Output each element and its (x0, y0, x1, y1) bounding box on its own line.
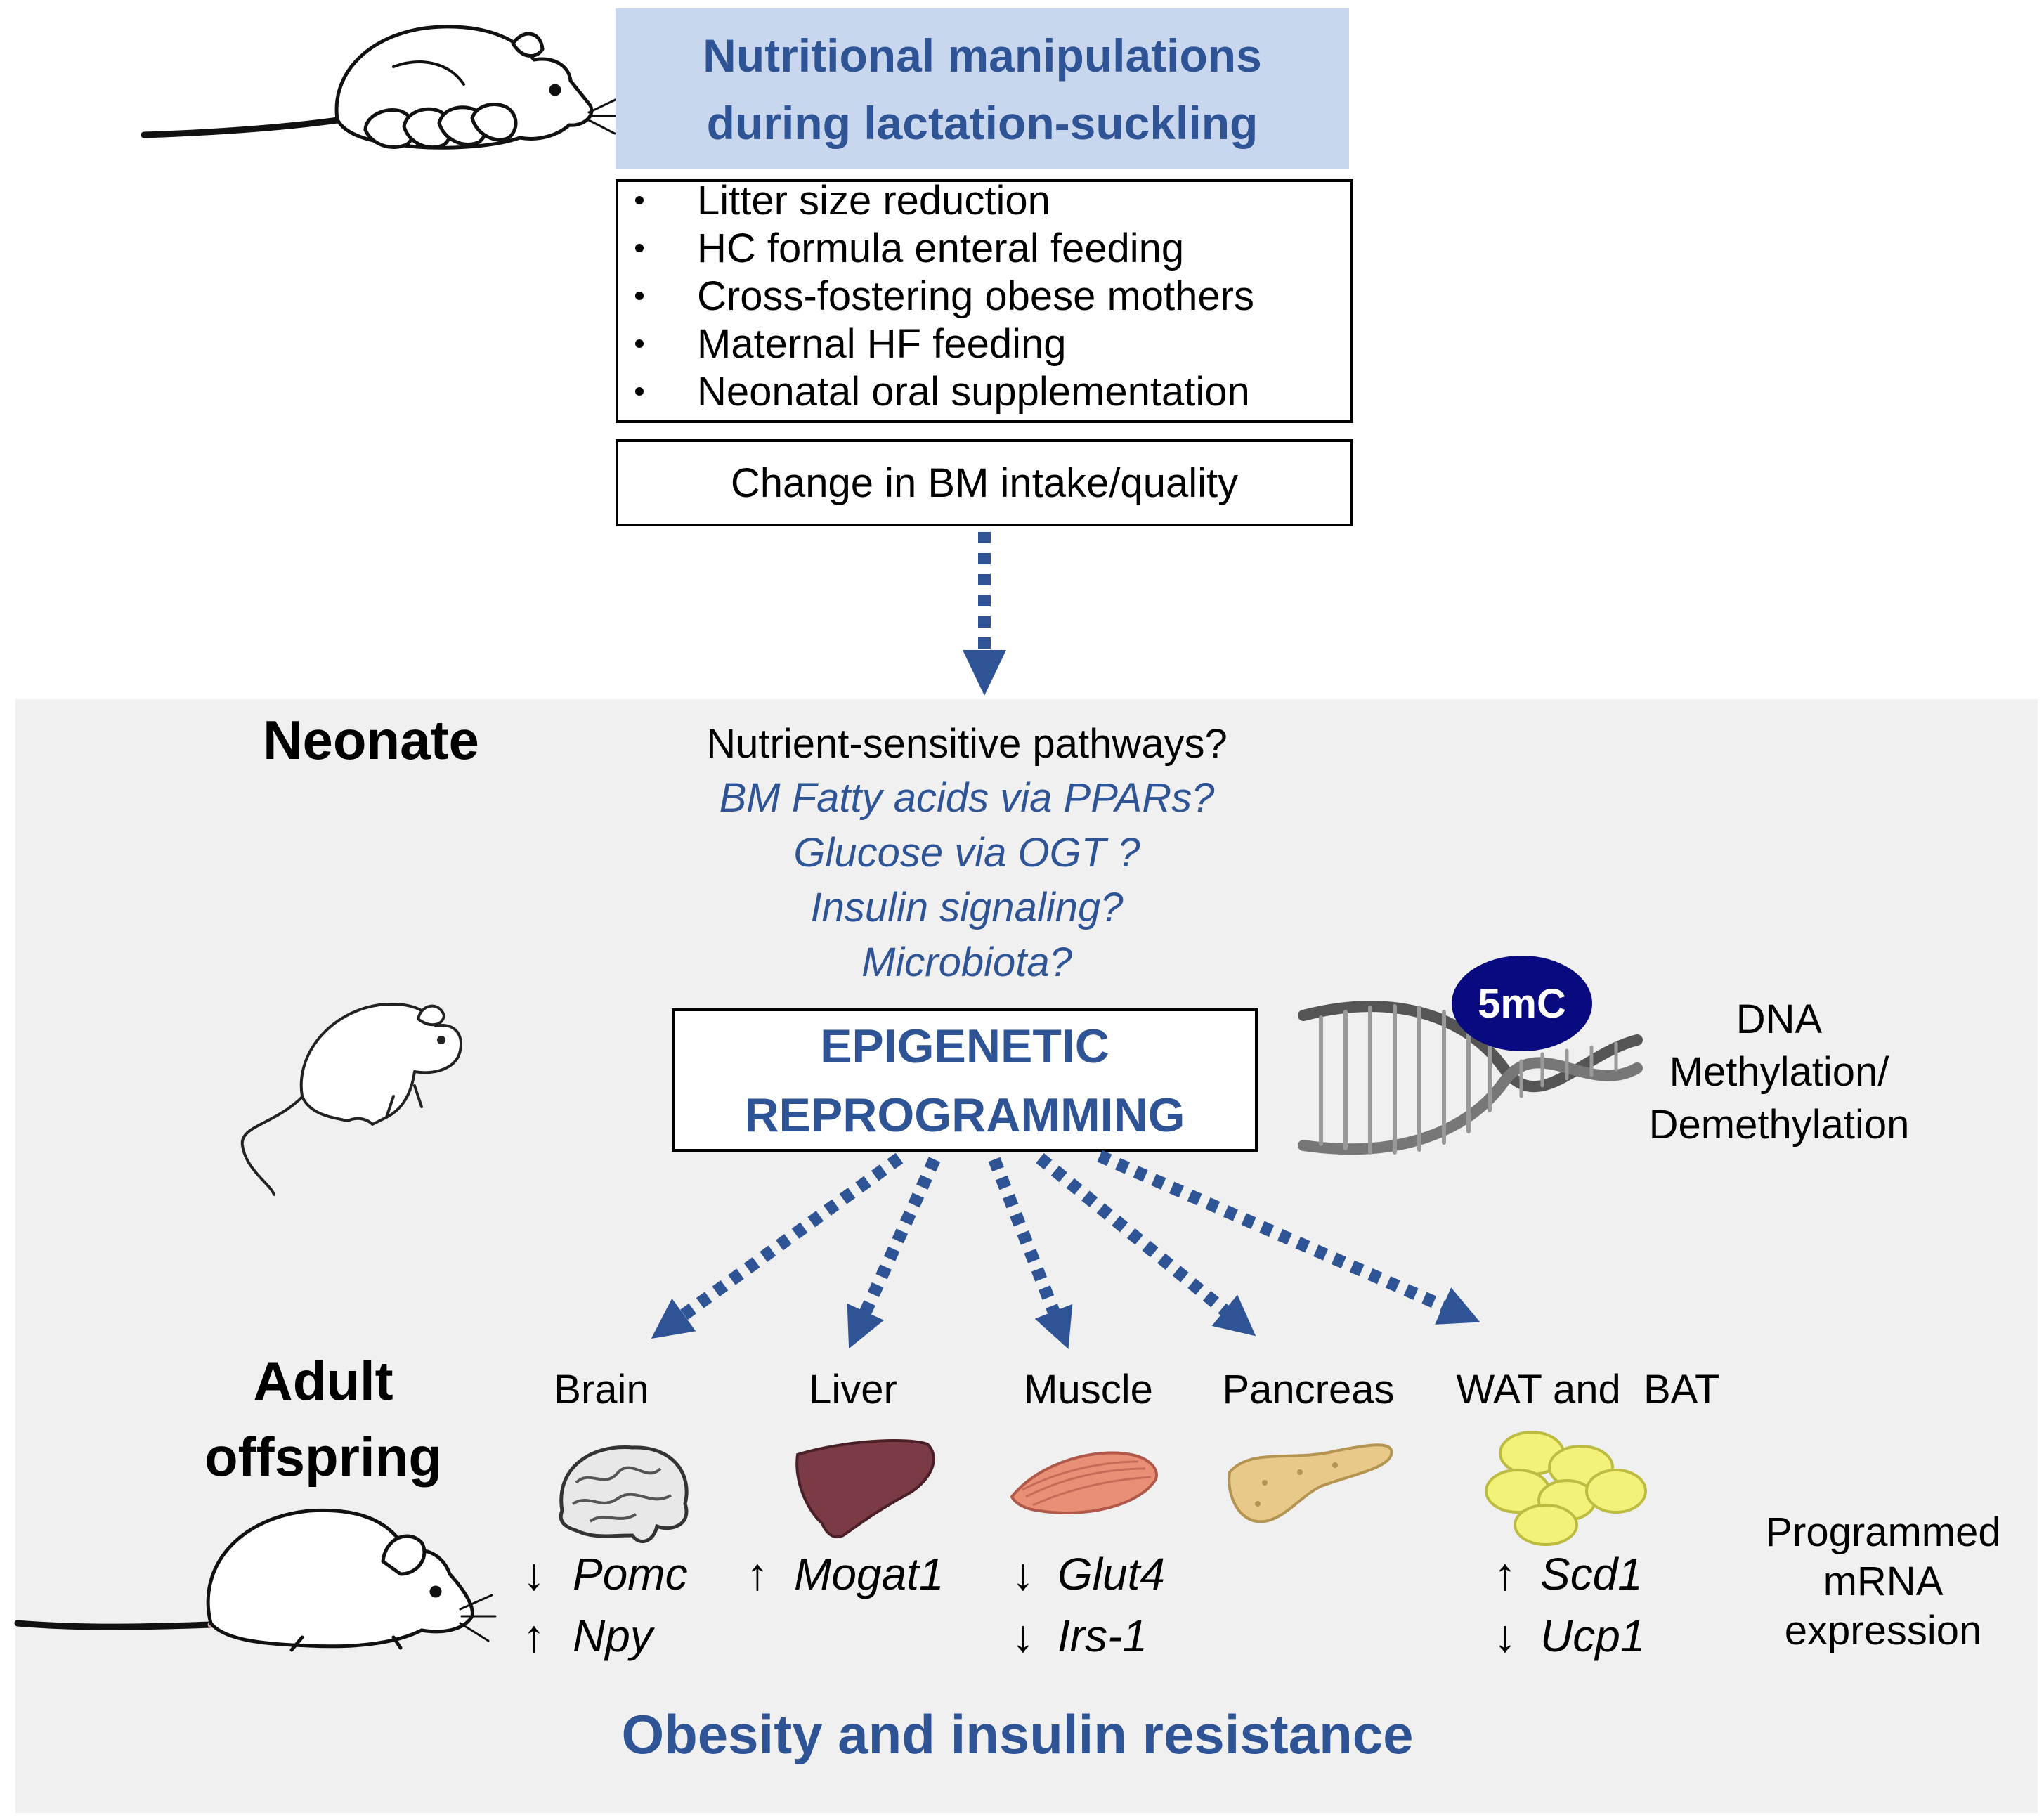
brain-genes: ↓ Pomc ↑ Npy (523, 1549, 688, 1661)
list-item: Neonatal oral supplementation (635, 369, 1250, 415)
outcome-label: Obesity and insulin resistance (621, 1703, 1413, 1765)
organ-label-muscle: Muscle (1024, 1367, 1153, 1412)
gene-name: Mogat1 (794, 1549, 944, 1599)
5mc-badge-label: 5mC (1478, 981, 1566, 1027)
list-item-label: Litter size reduction (697, 178, 1050, 223)
gene-arrow: ↓ (1012, 1549, 1034, 1599)
adult-label-line-1: Adult (253, 1350, 393, 1412)
gene-arrow: ↓ (523, 1549, 545, 1599)
gene-name: Glut4 (1057, 1549, 1165, 1599)
adult-mouse-icon (14, 1508, 497, 1652)
list-item: Litter size reduction (635, 178, 1050, 223)
change-box (616, 439, 1353, 526)
title-band (616, 8, 1349, 169)
muscle-icon (1010, 1451, 1158, 1514)
list-item-label: Neonatal oral supplementation (697, 369, 1250, 415)
manipulations-box (616, 179, 1353, 423)
pancreas-icon (1228, 1443, 1393, 1523)
pathway-item: Glucose via OGT ? (793, 830, 1140, 876)
list-item-label: HC formula enteral feeding (697, 226, 1184, 271)
gene-name: Npy (573, 1611, 656, 1661)
gene-name: Pomc (573, 1549, 688, 1599)
arrow-to-brain (651, 1152, 904, 1339)
epigenetic-line-2: REPROGRAMMING (744, 1088, 1185, 1142)
gene-arrow: ↑ (1494, 1549, 1516, 1599)
organ-label-brain: Brain (554, 1367, 649, 1412)
title-line-1: Nutritional manipulations (703, 30, 1262, 82)
bullet-icon (635, 244, 644, 252)
adult-label-line-2: offspring (204, 1426, 442, 1488)
organ-label-pancreas: Pancreas (1222, 1367, 1394, 1412)
flow-arrow-head (963, 650, 1006, 696)
dna-label-line-1: DNA (1736, 996, 1823, 1042)
organ-label-fat: WAT and BAT (1457, 1367, 1720, 1412)
list-item-label: Maternal HF feeding (697, 321, 1066, 367)
list-item: Cross-fostering obese mothers (635, 273, 1254, 319)
fat-genes: ↑ Scd1 ↓ Ucp1 (1494, 1549, 1645, 1661)
pathway-item: Microbiota? (861, 940, 1073, 985)
neonate-label: Neonate (263, 709, 479, 771)
organ-label-liver: Liver (809, 1367, 897, 1412)
liver-genes: ↑ Mogat1 (746, 1549, 944, 1599)
arrow-to-fat (1097, 1150, 1480, 1325)
gene-name: Ucp1 (1540, 1611, 1645, 1661)
bullet-icon (635, 387, 644, 396)
dna-label-line-3: Demethylation (1649, 1102, 1910, 1148)
list-item-label: Cross-fostering obese mothers (697, 273, 1254, 319)
pathway-item: Insulin signaling? (811, 885, 1124, 930)
adipocytes-icon (1485, 1431, 1647, 1546)
bullet-icon (635, 196, 644, 204)
bullet-icon (635, 339, 644, 348)
mother-mouse-with-pups-icon (141, 25, 623, 150)
pathways-heading: Nutrient-sensitive pathways? (706, 721, 1227, 767)
dna-label-line-2: Methylation/ (1669, 1049, 1890, 1095)
brain-icon (559, 1445, 689, 1544)
gene-arrow: ↓ (1494, 1611, 1516, 1661)
manipulations-list: Litter size reduction HC formula enteral… (635, 178, 1254, 415)
gene-name: Irs-1 (1057, 1611, 1147, 1661)
5mc-badge (1452, 956, 1592, 1051)
liver-icon (795, 1439, 935, 1538)
list-item: Maternal HF feeding (635, 321, 1066, 367)
gene-arrow: ↑ (523, 1611, 545, 1661)
epigenetic-line-1: EPIGENETIC (820, 1020, 1109, 1073)
epigenetic-box (672, 1008, 1258, 1152)
pathway-item: BM Fatty acids via PPARs? (720, 775, 1216, 821)
gene-arrow: ↑ (746, 1549, 769, 1599)
organ-arrows (651, 1150, 1480, 1349)
neonate-mouse-icon (240, 1003, 462, 1196)
programmed-line-1: Programmed (1765, 1509, 2000, 1555)
gene-arrow: ↓ (1012, 1611, 1034, 1661)
programmed-line-3: expression (1785, 1608, 1981, 1653)
programmed-line-2: mRNA (1823, 1559, 1944, 1604)
arrow-to-pancreas (1036, 1153, 1256, 1337)
muscle-genes: ↓ Glut4 ↓ Irs-1 (1012, 1549, 1165, 1661)
gene-name: Scd1 (1540, 1549, 1643, 1599)
change-label: Change in BM intake/quality (731, 460, 1238, 506)
list-item: HC formula enteral feeding (635, 226, 1184, 271)
bullet-icon (635, 292, 644, 300)
title-line-2: during lactation-suckling (707, 97, 1258, 149)
dna-helix-icon (1298, 1001, 1643, 1155)
